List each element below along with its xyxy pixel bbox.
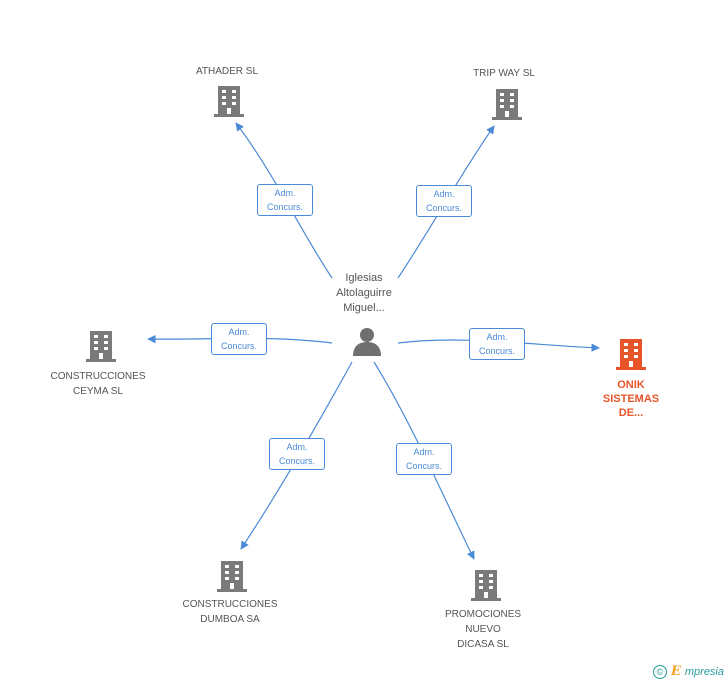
person-label[interactable]: Iglesias Altolaguirre Miguel... — [336, 272, 392, 314]
building-icon-onik[interactable] — [616, 339, 646, 370]
company-label-athader[interactable]: ATHADER SL — [195, 66, 259, 77]
building-icon-ceyma[interactable] — [86, 331, 116, 362]
company-label-dicasa[interactable]: PROMOCIONES NUEVO DICASA SL — [444, 609, 522, 650]
building-icon-tripway[interactable] — [492, 89, 522, 120]
company-label-onik[interactable]: ONIK SISTEMAS DE... — [602, 379, 660, 419]
company-label-tripway[interactable]: TRIP WAY SL — [473, 68, 535, 79]
company-label-ceyma[interactable]: CONSTRUCCIONES CEYMA SL — [50, 371, 146, 397]
building-icon-dumboa[interactable] — [217, 561, 247, 592]
copyright-icon: © — [652, 664, 667, 679]
relation-box-ceyma[interactable]: Adm. Concurs. — [211, 323, 267, 355]
relation-box-tripway[interactable]: Adm. Concurs. — [416, 185, 472, 217]
relation-box-dumboa[interactable]: Adm. Concurs. — [269, 438, 325, 470]
relation-box-athader[interactable]: Adm. Concurs. — [257, 184, 313, 216]
relation-box-dicasa[interactable]: Adm. Concurs. — [396, 443, 452, 475]
brand-logo-initial: E — [670, 664, 681, 679]
company-label-dumboa[interactable]: CONSTRUCCIONES DUMBOA SA — [182, 599, 278, 625]
brand-logo-text: mpresia — [684, 665, 724, 678]
person-icon[interactable] — [353, 328, 381, 356]
building-icon-dicasa[interactable] — [471, 570, 501, 601]
relation-box-onik[interactable]: Adm. Concurs. — [469, 328, 525, 360]
building-icon-athader[interactable] — [214, 86, 244, 117]
